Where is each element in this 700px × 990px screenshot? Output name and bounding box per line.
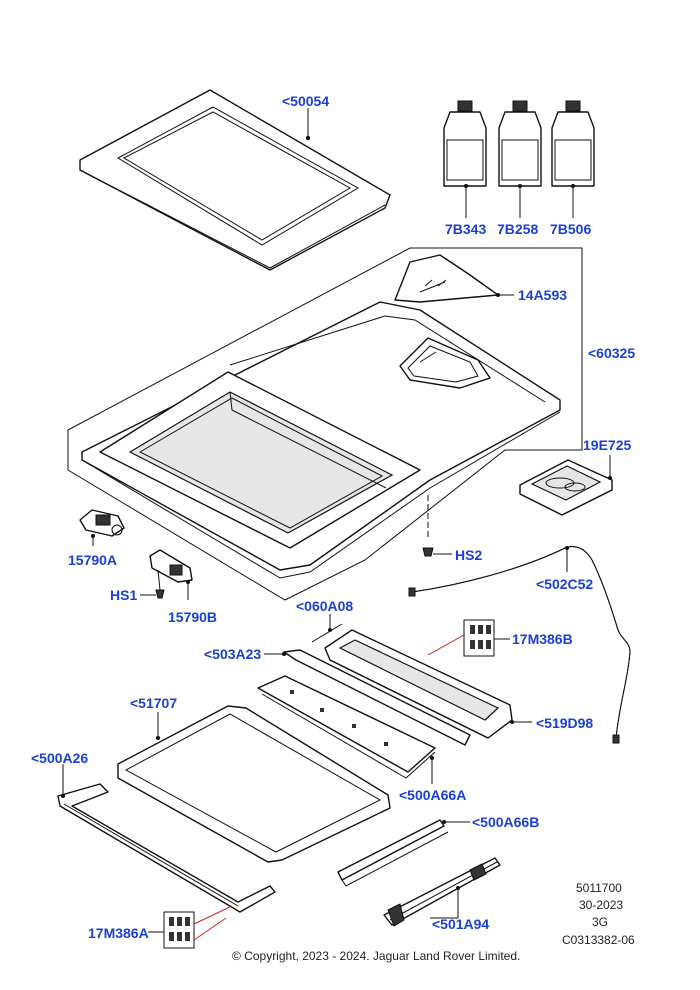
seal-51707: <51707 [117, 695, 391, 863]
drawing-code: C0313382-06 [562, 933, 635, 947]
motor-15790B: 15790B [149, 549, 217, 625]
callout-label: 7B343 [445, 221, 486, 237]
callout-label: <500A66B [472, 814, 539, 830]
callout-label: <51707 [130, 695, 177, 711]
callout-60325: <60325 [588, 345, 635, 361]
drain-tube-502C52: <502C52 [408, 546, 631, 744]
screws-17M386A: 17M386A [88, 905, 233, 949]
deflector-500A66B: <500A66B [337, 814, 539, 887]
motor-15790A: 15790A [68, 509, 125, 568]
callout-label: <60325 [588, 345, 635, 361]
callout-label: 14A593 [518, 287, 567, 303]
drawing-rev: 3G [592, 915, 608, 929]
callout-label: <503A23 [204, 646, 261, 662]
callout-label: <519D98 [536, 715, 593, 731]
bottle-7B258: 7B258 [497, 100, 542, 237]
callout-label: <501A94 [432, 916, 489, 932]
bottle-7B506: 7B506 [550, 100, 595, 237]
drawing-meta: 5011700 30-2023 3G C0313382-06 [562, 881, 635, 947]
callout-label: <502C52 [536, 576, 593, 592]
callout-label: HS1 [110, 587, 137, 603]
drawing-number: 5011700 [576, 881, 622, 895]
callout-label: <50054 [282, 93, 329, 109]
glass-panel-50054 [79, 89, 391, 271]
guide-501A94: <501A94 [383, 857, 501, 932]
callout-label: 15790B [168, 609, 217, 625]
callout-label: <500A66A [399, 787, 466, 803]
callout-label: 7B506 [550, 221, 591, 237]
roof-assembly-frame [67, 247, 583, 601]
callout-label: 19E725 [583, 437, 631, 453]
callout-label: HS2 [455, 547, 482, 563]
screw-HS1: HS1 [110, 587, 165, 603]
seal-503A23: <503A23 [204, 646, 471, 746]
callout-label: <500A26 [31, 750, 88, 766]
kit-19E725: 19E725 [519, 437, 631, 516]
drawing-date: 30-2023 [579, 898, 623, 912]
deflector-500A66A: <500A66A [257, 675, 466, 803]
trim-500A26: <500A26 [31, 750, 276, 913]
copyright: © Copyright, 2023 - 2024. Jaguar Land Ro… [232, 949, 520, 963]
screw-HS2: HS2 [422, 495, 482, 563]
callout-label: 15790A [68, 552, 117, 568]
callout-50054: <50054 [282, 93, 329, 141]
bottle-7B343: 7B343 [443, 100, 487, 237]
frame-519D98: <519D98 [324, 629, 593, 739]
roof-panel [81, 301, 561, 579]
callout-label: 17M386A [88, 925, 149, 941]
cover-14A593: 14A593 [394, 254, 567, 303]
callout-label: 7B258 [497, 221, 538, 237]
callout-label: <060A08 [296, 598, 353, 614]
screws-17M386B: 17M386B [427, 619, 573, 657]
clip-060A08: <060A08 [296, 598, 353, 643]
callout-label: 17M386B [512, 631, 573, 647]
